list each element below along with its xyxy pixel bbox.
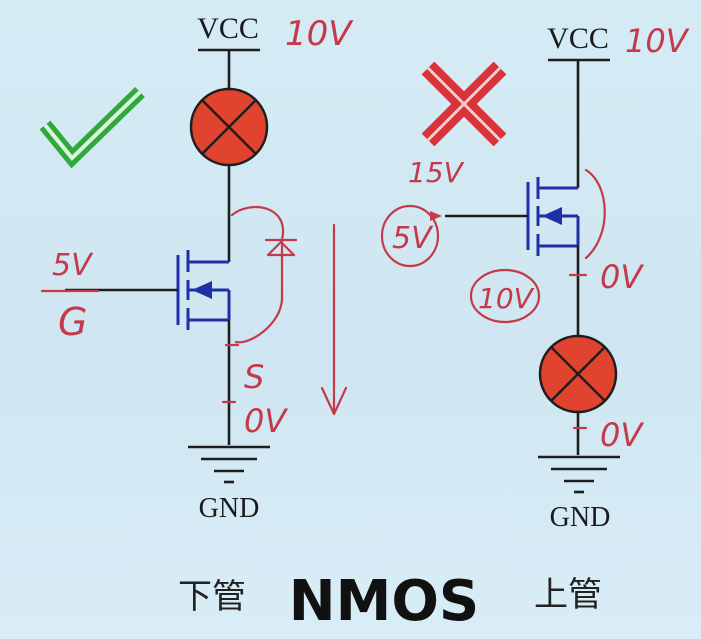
right-cross-icon [421,61,507,147]
right-gate-required-note: 15V [408,156,465,189]
right-position-label: 上管 [534,575,602,615]
left-vcc-label: VCC [197,12,259,45]
left-check-icon [39,86,145,169]
right-vcc-label: VCC [547,22,609,55]
right-source-voltage-circle [469,268,541,324]
right-gate-arrowhead [430,211,442,221]
left-circuit: VCC 10V [39,12,354,524]
right-source-side-note: 0V [600,258,644,296]
left-current-arrow [320,223,348,416]
right-ground-side-note: 0V [600,416,644,454]
diagram-title: NMOS [289,569,480,634]
right-vcc-voltage-note: 10V [625,22,690,60]
left-ground-symbol [188,445,270,484]
left-gate-voltage-note: 5V [52,248,94,283]
left-body-diode-sketch [230,206,298,344]
left-gnd-label: GND [199,493,260,524]
left-source-pin-note: S [244,358,264,396]
right-ground-symbol [538,455,620,494]
left-vcc-voltage-note: 10V [285,14,354,54]
left-source-voltage-note: 0V [244,402,288,440]
right-gate-voltage-circle [380,204,440,268]
right-lamp [538,334,618,414]
right-gnd-label: GND [550,502,611,533]
left-lamp [189,87,269,167]
right-gate-voltage-note: 5V [392,221,434,256]
right-body-diode-sketch [584,168,606,260]
right-circuit: VCC 10V G [380,22,690,533]
right-nmos-transistor [526,177,580,256]
right-source-voltage-note: 10V [478,282,535,315]
left-gate-pin-note: G [58,300,87,344]
left-nmos-transistor [176,250,231,330]
left-position-label: 下管 [178,577,246,617]
